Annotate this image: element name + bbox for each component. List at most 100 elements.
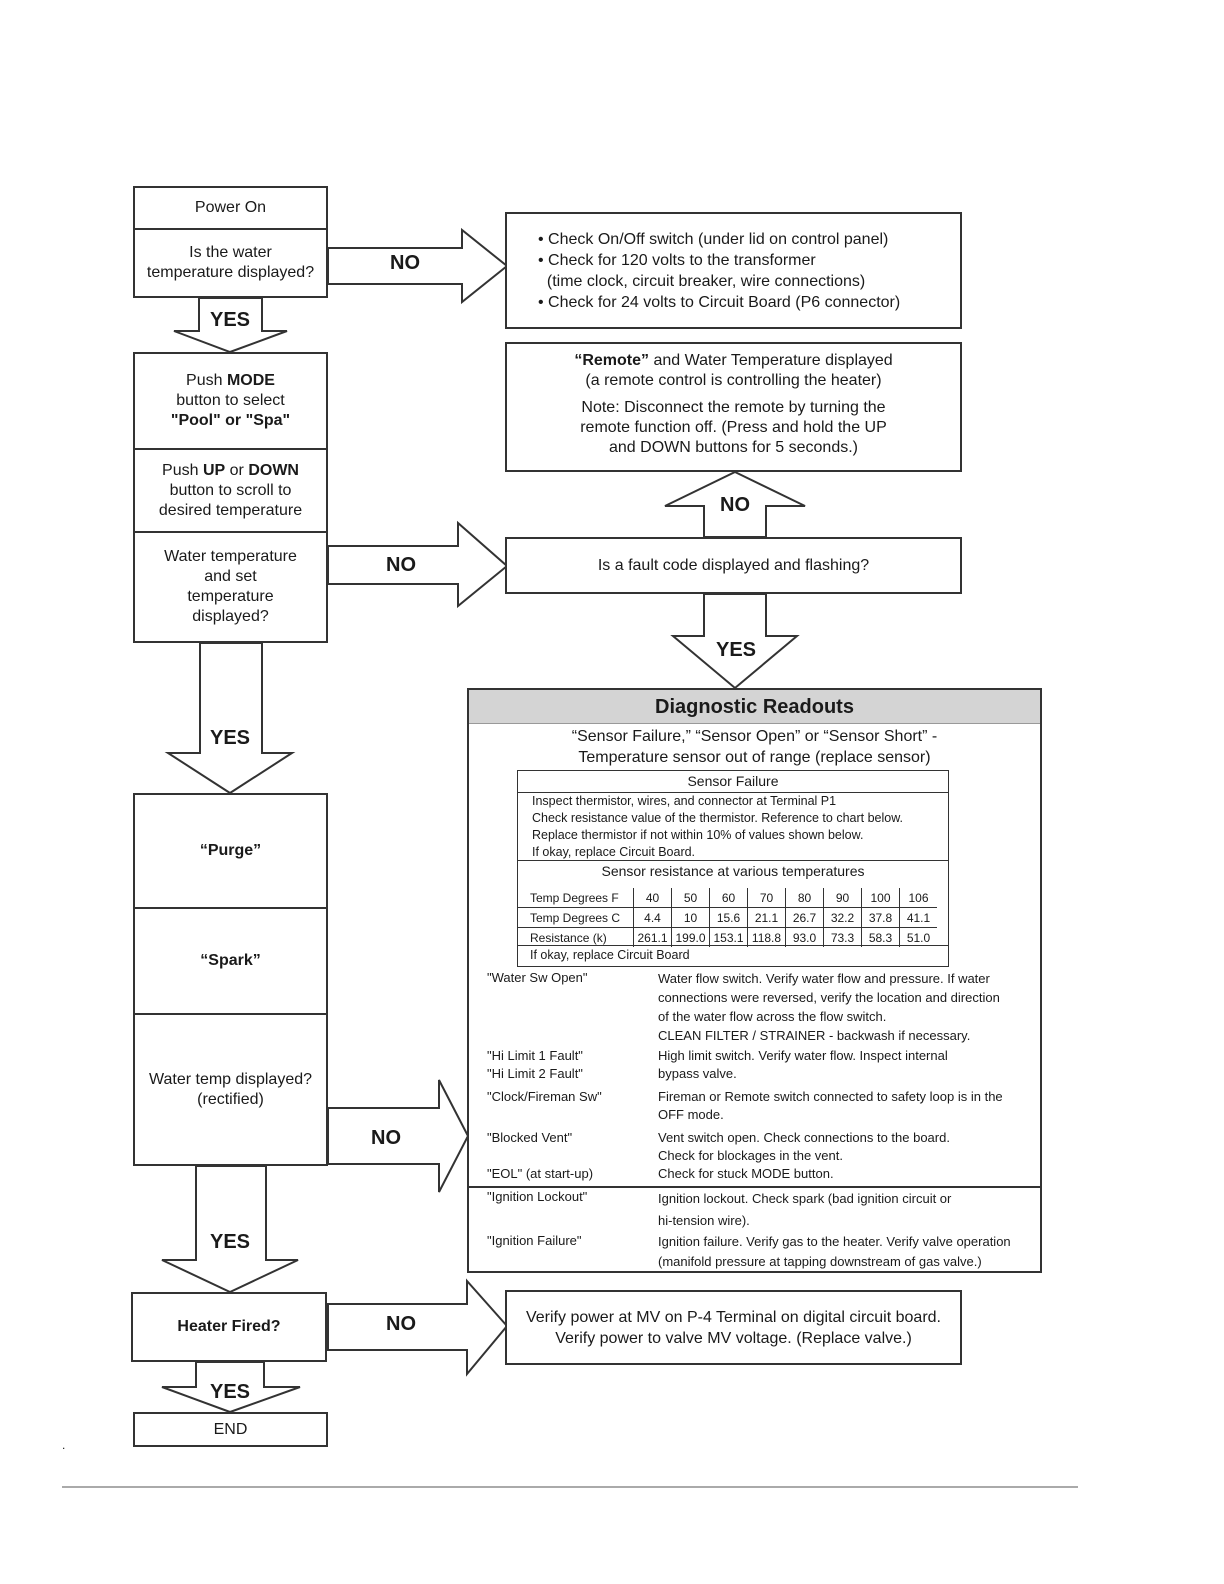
check-item-4: • Check for 24 volts to Circuit Board (P… (538, 294, 901, 311)
table-bottom-rule (518, 945, 948, 946)
rectified-question: Water temp displayed? (rectified) (133, 1015, 328, 1164)
water-temp-question-line2: temperature displayed? (146, 264, 315, 281)
arrow-yes-3 (161, 1165, 299, 1294)
ignition-group (133, 793, 328, 1166)
code-clock-fireman-label: "Clock/Fireman Sw" (487, 1089, 602, 1104)
sensor-failure-title: Sensor Failure (687, 773, 779, 789)
fault-question: Is a fault code displayed and flashing? (597, 556, 870, 574)
sensor-summary: “Sensor Failure,” “Sensor Open” or “Sens… (469, 726, 1040, 768)
code-ignition-failure: "Ignition Failure" (487, 1232, 582, 1250)
check-item-2: • Check for 120 volts to the transformer (538, 252, 816, 269)
label-yes-4: YES (209, 1381, 251, 1403)
diagnostic-title: Diagnostic Readouts (469, 690, 1040, 724)
table-cell: 37.8 (861, 907, 900, 928)
end-box (133, 1412, 328, 1447)
label-yes-3: YES (209, 1231, 251, 1253)
sf-step-2: Check resistance value of the thermistor… (532, 811, 904, 825)
purge-step: “Purge” (133, 795, 328, 909)
table-cell: 93.0 (785, 927, 824, 947)
end-label: END (213, 1420, 248, 1438)
heater-fired-box (131, 1292, 327, 1362)
code-ignition-lockout-label: "Ignition Lockout" (487, 1189, 588, 1204)
water-temp-question: Is the water temperature displayed? (133, 230, 328, 296)
resistance-table: Temp Degrees F 40 50 60 70 80 90 100 106… (518, 888, 937, 947)
remote-note-line2: remote function off. (Press and hold the… (580, 419, 887, 436)
push-updown-line2: button to scroll to (169, 481, 292, 499)
down-keyword: DOWN (248, 461, 299, 479)
remote-keyword: “Remote” (574, 352, 649, 369)
code-hi-limit-1: "Hi Limit 1 Fault" (487, 1048, 583, 1063)
table-cell: 32.2 (823, 907, 862, 928)
table-cell: 261.1 (633, 927, 672, 947)
water-set-line4: displayed? (192, 608, 269, 625)
code-ignition-failure-label: "Ignition Failure" (487, 1233, 582, 1248)
sensor-failure-steps: Inspect thermistor, wires, and connector… (532, 793, 903, 861)
label-no-up: NO (720, 494, 750, 516)
push-updown-step: Push UP or DOWN button to scroll to desi… (133, 450, 328, 533)
sf-step-4: If okay, replace Circuit Board. (532, 845, 696, 859)
remote-text: “Remote” and Water Temperature displayed… (507, 351, 960, 458)
spark-step: “Spark” (133, 909, 328, 1015)
push-updown-pre: Push (162, 461, 203, 479)
desc-line: Fireman or Remote switch connected to sa… (658, 1089, 1003, 1104)
remote-line1: “Remote” and Water Temperature displayed (507, 351, 960, 371)
table-cell: 80 (785, 888, 824, 908)
row-header-k: Resistance (k) (518, 927, 634, 947)
sf-step-3: Replace thermistor if not within 10% of … (532, 828, 864, 842)
heater-fired-question: Heater Fired? (177, 1318, 281, 1335)
push-updown-line1: Push UP or DOWN (162, 461, 299, 481)
push-mode-line2: button to select (176, 392, 285, 409)
desc-line: OFF mode. (658, 1107, 724, 1122)
remote-box (505, 342, 962, 472)
arrow-yes-5 (670, 593, 800, 690)
code-water-sw-label: "Water Sw Open" (487, 970, 588, 985)
check-item-3: (time clock, circuit breaker, wire conne… (538, 273, 866, 290)
sensor-failure-title-rule (518, 792, 948, 793)
desc-blocked-vent: Vent switch open. Check connections to t… (658, 1129, 950, 1165)
label-yes-2: YES (209, 727, 251, 749)
desc-line: Check for blockages in the vent. (658, 1148, 843, 1163)
label-no-3: NO (371, 1127, 401, 1149)
row-header-c: Temp Degrees C (518, 907, 634, 928)
arrow-yes-4 (161, 1361, 301, 1414)
push-mode-step: Push MODE button to select "Pool" or "Sp… (133, 354, 328, 450)
desc-water-sw: Water flow switch. Verify water flow and… (658, 969, 1000, 1045)
code-eol: "EOL" (at start-up) (487, 1165, 593, 1183)
arrow-no-1 (327, 227, 509, 305)
code-hi-limit-2: "Hi Limit 2 Fault" (487, 1066, 583, 1081)
table-cell: 60 (709, 888, 748, 908)
desc-line: Water flow switch. Verify water flow and… (658, 971, 990, 986)
desc-line: Ignition lockout. Check spark (bad ignit… (658, 1191, 952, 1206)
arrow-yes-2 (164, 642, 296, 795)
table-cell: 26.7 (785, 907, 824, 928)
diagnostic-title-rule (469, 723, 1040, 724)
table-cell: 106 (899, 888, 937, 908)
water-set-line1: Water temperature (164, 548, 297, 565)
page-mark: . (62, 1438, 66, 1452)
desc-line: connections were reversed, verify the lo… (658, 990, 1000, 1005)
desc-ignition-lockout: Ignition lockout. Check spark (bad ignit… (658, 1188, 951, 1232)
verify-line1: Verify power at MV on P-4 Terminal on di… (525, 1308, 941, 1326)
table-cell: 70 (747, 888, 786, 908)
label-yes-1: YES (209, 309, 251, 331)
push-updown-line3: desired temperature (158, 501, 303, 519)
table-cell: 15.6 (709, 907, 748, 928)
push-mode-pre: Push (186, 372, 227, 389)
desc-line: Check for stuck MODE button. (658, 1166, 834, 1181)
desc-line: bypass valve. (658, 1066, 737, 1081)
up-keyword: UP (202, 461, 226, 479)
row-header-f: Temp Degrees F (530, 890, 619, 905)
table-cell: 73.3 (823, 927, 862, 947)
label-no-2: NO (386, 554, 416, 576)
table-row-fahrenheit: Temp Degrees F 40 50 60 70 80 90 100 106 (518, 888, 937, 908)
table-cell: 50 (671, 888, 710, 908)
check-item-1: • Check On/Off switch (under lid on cont… (538, 231, 889, 248)
table-cell: 10 (671, 907, 710, 928)
code-hi-limit: "Hi Limit 1 Fault" "Hi Limit 2 Fault" (487, 1047, 583, 1083)
remote-line2: (a remote control is controlling the hea… (585, 372, 882, 389)
desc-line: CLEAN FILTER / STRAINER - backwash if ne… (658, 1028, 971, 1043)
desc-line: Vent switch open. Check connections to t… (658, 1130, 950, 1145)
table-cell: 118.8 (747, 927, 786, 947)
desc-line: of the water flow across the flow switch… (658, 1009, 887, 1024)
table-cell: 100 (861, 888, 900, 908)
